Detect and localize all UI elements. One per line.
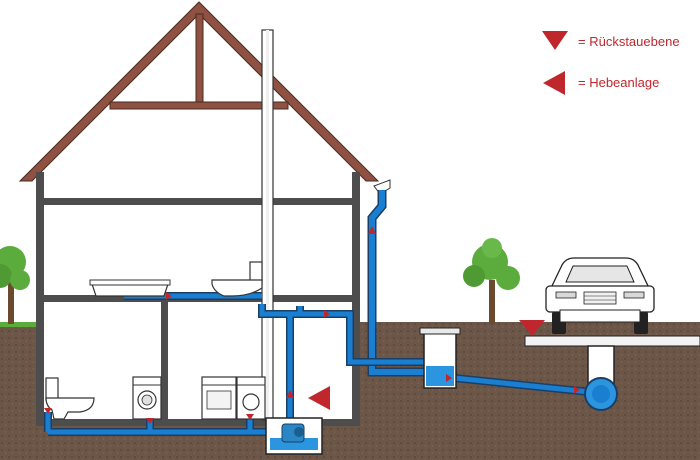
basement-partition-wall bbox=[161, 302, 168, 419]
flow-arrow bbox=[568, 386, 580, 394]
dryer-appliance bbox=[201, 376, 237, 420]
toilet-basement bbox=[45, 377, 95, 420]
triangle-down-icon bbox=[542, 31, 568, 50]
lifting-station-marker bbox=[308, 386, 330, 410]
flow-arrow bbox=[286, 390, 294, 398]
floor-basement bbox=[36, 419, 360, 426]
roof bbox=[18, 1, 380, 182]
backflow-level-marker bbox=[519, 320, 545, 336]
flow-arrow bbox=[368, 226, 376, 234]
flow-arrow bbox=[44, 408, 52, 414]
road bbox=[524, 335, 700, 347]
flow-arrow bbox=[318, 310, 330, 318]
flow-arrows bbox=[44, 226, 580, 424]
bathtub bbox=[89, 279, 171, 297]
ceiling-top-floor bbox=[36, 198, 360, 205]
flow-arrow bbox=[440, 374, 452, 382]
triangle-left-icon bbox=[543, 71, 565, 95]
flow-arrow bbox=[246, 414, 254, 420]
flow-arrow bbox=[158, 292, 172, 300]
grass-strip bbox=[0, 322, 40, 327]
tree-left bbox=[0, 246, 30, 324]
legend-label-lifting-station: = Hebeanlage bbox=[578, 75, 660, 90]
legend-label-backflow-level: = Rückstauebene bbox=[578, 34, 680, 49]
flow-arrow bbox=[146, 418, 154, 424]
tree-right bbox=[463, 238, 520, 324]
washing-machine-2 bbox=[236, 376, 266, 420]
toilet-ground-floor bbox=[211, 261, 263, 297]
car bbox=[545, 257, 655, 334]
washing-machine bbox=[132, 376, 162, 420]
roof-beam-king-post bbox=[195, 13, 204, 103]
roof-beam-collar bbox=[109, 101, 289, 110]
